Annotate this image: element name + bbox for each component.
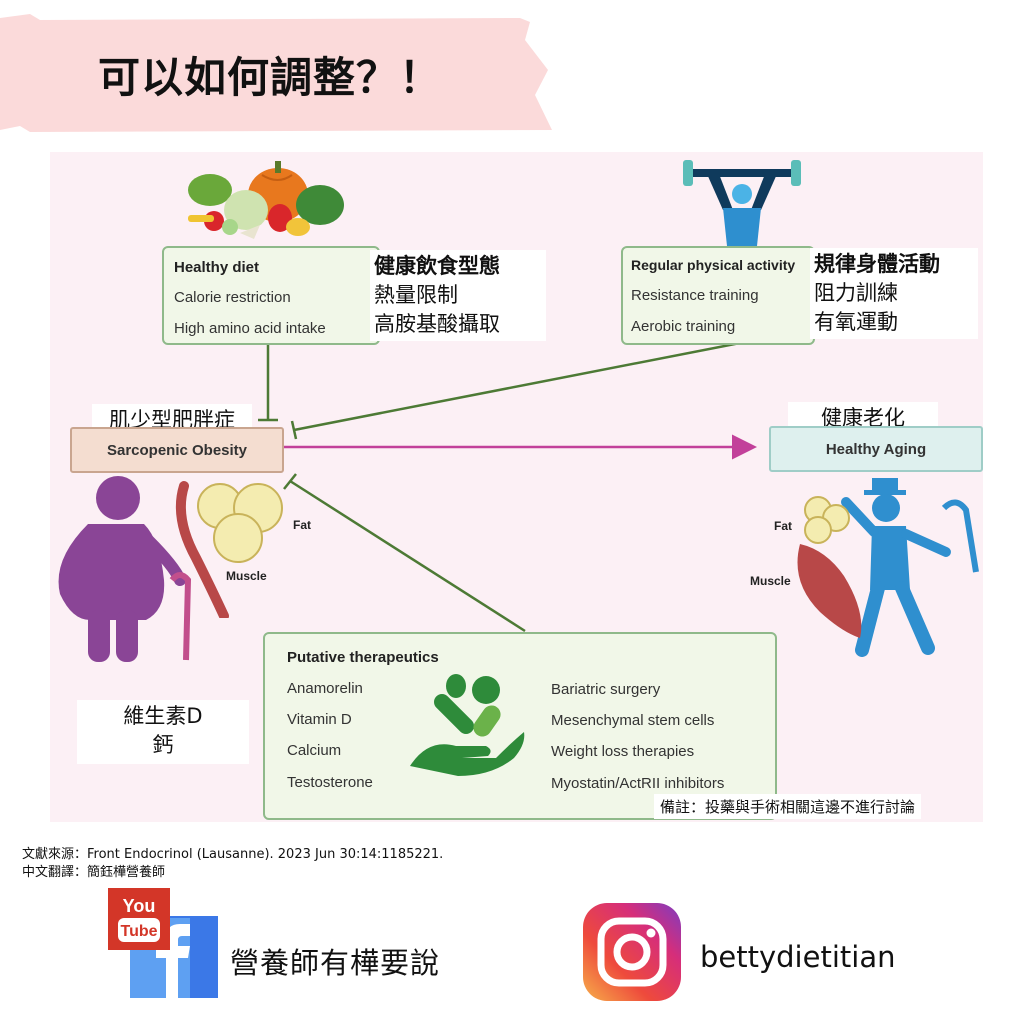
healthy-diet-heading: Healthy diet <box>174 259 260 276</box>
therapeutics-heading: Putative therapeutics <box>287 649 439 666</box>
activity-inhibit-line <box>293 341 741 432</box>
activity-zh-heading: 規律身體活動 <box>814 252 940 276</box>
instagram-handle[interactable]: bettydietitian <box>700 940 896 974</box>
healthy-muscle-label: Muscle <box>750 574 791 588</box>
weightlifter-icon <box>683 160 801 246</box>
therapy-left-3: Calcium <box>287 742 342 759</box>
youtube-facebook-icon[interactable]: You Tube <box>108 888 218 998</box>
diet-zh-item-1: 熱量限制 <box>374 283 458 307</box>
therapeutics-inhibit-line <box>289 479 526 633</box>
healthy-fat-label: Fat <box>774 519 792 533</box>
therapy-left-2: Vitamin D <box>287 711 352 728</box>
activity-zh-box: 規律身體活動 阻力訓練 有氧運動 <box>810 248 978 339</box>
vegetables-icon <box>188 161 344 239</box>
reference-source: 文獻來源：Front Endocrinol (Lausanne). 2023 J… <box>22 847 444 862</box>
sarcopenic-fat-label: Fat <box>293 518 311 532</box>
title-banner <box>0 14 552 132</box>
therapy-left-4: Testosterone <box>287 774 373 791</box>
aerobic-training-label: Aerobic training <box>631 318 736 335</box>
reference-block: 文獻來源：Front Endocrinol (Lausanne). 2023 J… <box>22 846 443 882</box>
healthy-elderly-icon <box>841 478 979 657</box>
healthy-muscle-fat-icon <box>797 496 862 638</box>
sarcopenic-muscle-label: Muscle <box>226 569 267 583</box>
sarcopenic-muscle-fat-icon <box>175 481 283 618</box>
brand-name: 營養師有樺要說 <box>230 946 441 980</box>
activity-zh-item-2: 有氧運動 <box>814 310 898 334</box>
amino-acid-label: High amino acid intake <box>174 320 326 337</box>
therapy-left-1: Anamorelin <box>287 680 363 697</box>
obese-elderly-icon <box>58 476 192 662</box>
hand-pills-icon <box>410 674 525 776</box>
calorie-restriction-label: Calorie restriction <box>174 289 291 306</box>
calcium-zh-label: 鈣 <box>152 733 174 757</box>
healthy-diet-box: Healthy diet Calorie restriction High am… <box>162 246 380 345</box>
sarcopenic-obesity-box: Sarcopenic Obesity <box>70 427 284 473</box>
diet-zh-box: 健康飲食型態 熱量限制 高胺基酸攝取 <box>370 250 546 341</box>
healthy-aging-box: Healthy Aging <box>769 426 983 472</box>
therapy-right-4: Myostatin/ActRII inhibitors <box>551 775 725 792</box>
reference-translator: 中文翻譯：簡鈺樺營養師 <box>22 865 166 880</box>
therapy-right-2: Mesenchymal stem cells <box>551 712 715 729</box>
physical-activity-box: Regular physical activity Resistance tra… <box>621 246 815 345</box>
vitd-zh-label: 維生素D <box>123 704 203 728</box>
therapeutics-box: Putative therapeutics Anamorelin Vitamin… <box>263 632 777 820</box>
diet-zh-heading: 健康飲食型態 <box>374 254 500 278</box>
instagram-icon[interactable] <box>583 903 681 1001</box>
activity-zh-item-1: 阻力訓練 <box>814 281 898 305</box>
physical-activity-heading: Regular physical activity <box>631 257 796 273</box>
page-title: 可以如何調整？！ <box>98 53 443 102</box>
therapy-right-3: Weight loss therapies <box>551 743 695 760</box>
therapy-right-1: Bariatric surgery <box>551 681 661 698</box>
diet-zh-item-2: 高胺基酸攝取 <box>374 312 500 336</box>
youtube-tube-text: Tube <box>120 923 157 940</box>
note-text: 備註：投藥與手術相關這邊不進行討論 <box>654 794 922 819</box>
vitd-calcium-zh-box: 維生素D 鈣 <box>77 700 249 764</box>
resistance-training-label: Resistance training <box>631 287 759 304</box>
youtube-you-text: You <box>123 896 156 916</box>
